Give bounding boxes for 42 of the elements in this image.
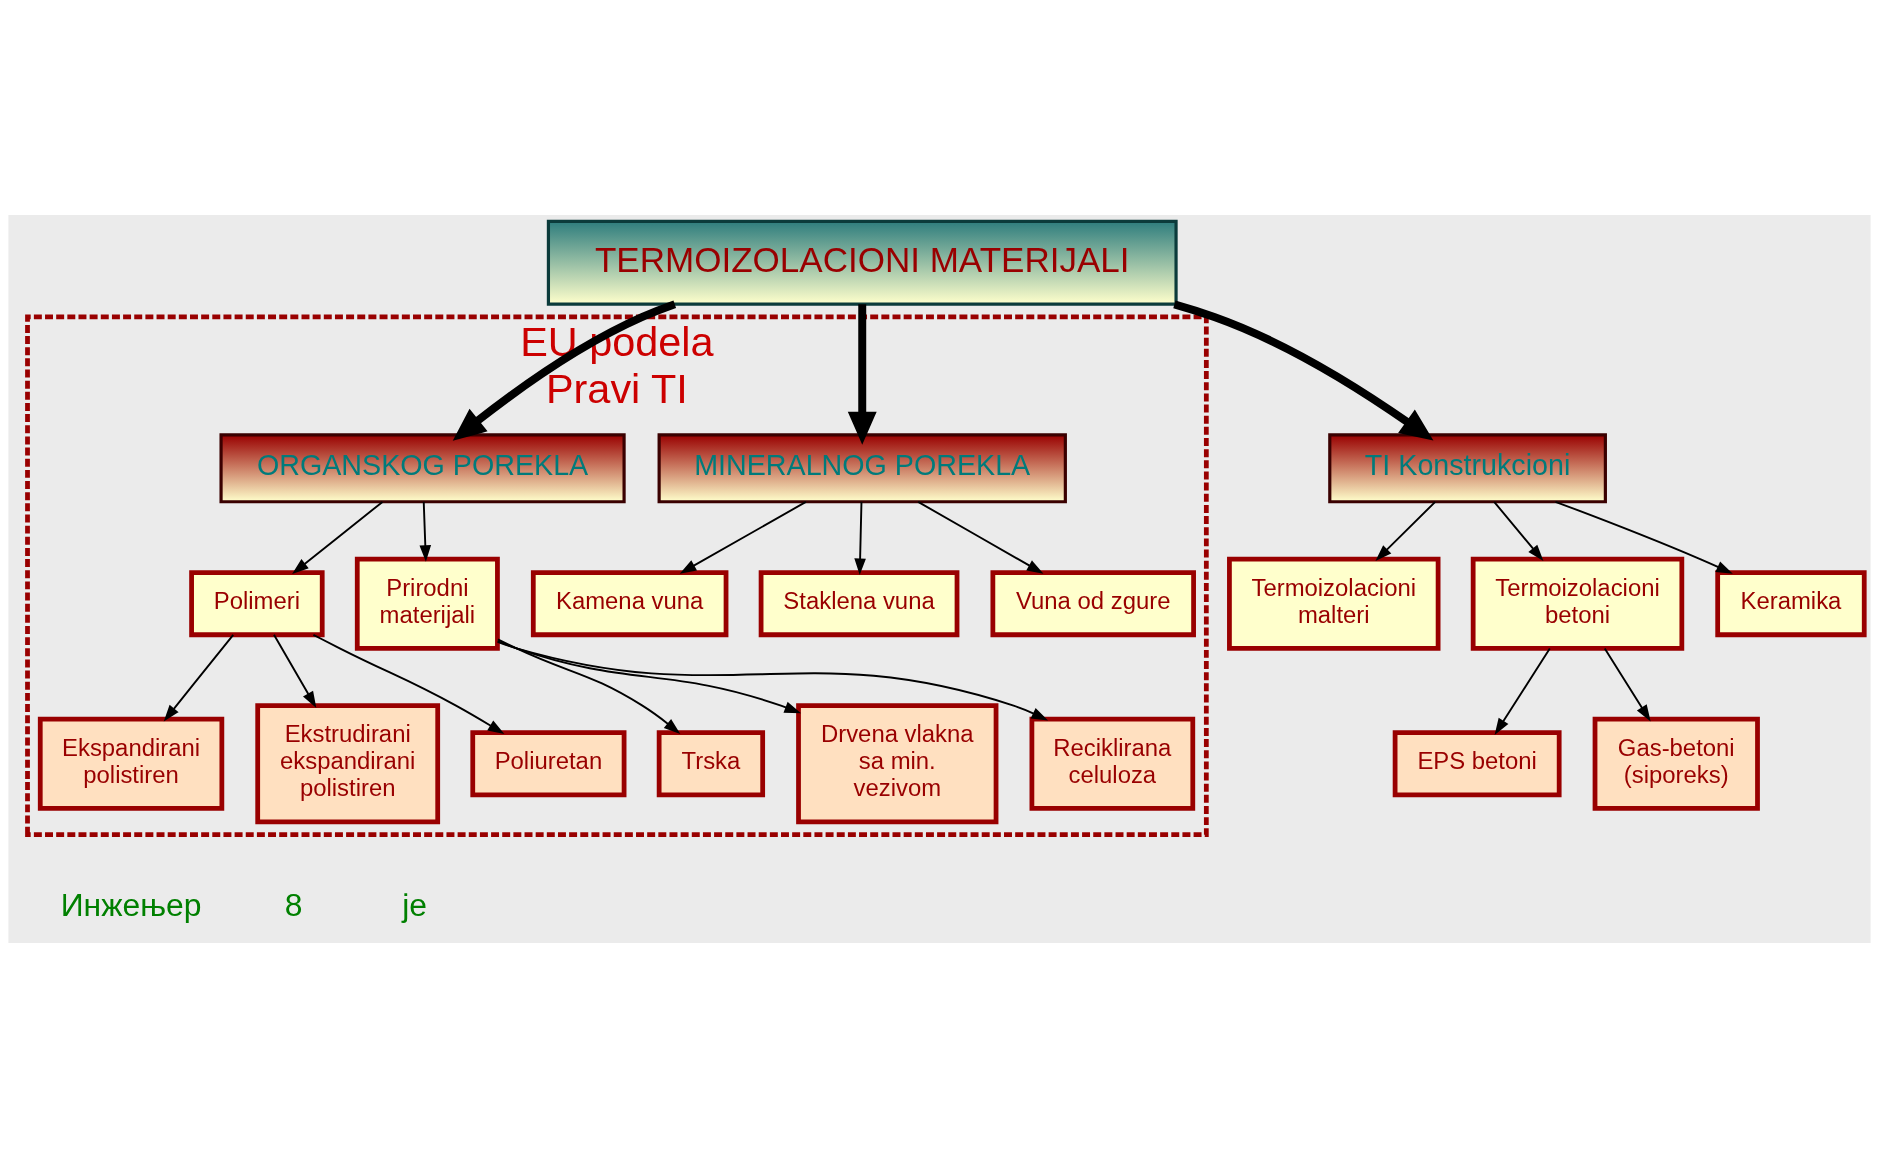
node-box: Gas-betoni (siporeks) xyxy=(1592,716,1760,811)
node-box: Polimeri xyxy=(189,570,325,638)
label: Инжењер xyxy=(60,886,202,923)
node-box: Keramika xyxy=(1715,570,1867,638)
node-box: Termoizolacioni malteri xyxy=(1227,556,1441,651)
arrow xyxy=(292,500,384,574)
node-box: Ekspandirani polistiren xyxy=(37,716,225,811)
node-box: ORGANSKOG POREKLA xyxy=(219,433,626,504)
arrow xyxy=(1375,500,1437,561)
arrow xyxy=(312,633,505,735)
node-box: Kamena vuna xyxy=(530,570,729,638)
node-box: Termoizolacioni betoni xyxy=(1470,556,1685,651)
node-box: Vuna od zgure xyxy=(990,570,1196,638)
arrow xyxy=(854,500,866,576)
node-box: Trska xyxy=(656,730,766,798)
node-box: MINERALNOG POREKLA xyxy=(657,433,1067,504)
arrow xyxy=(496,640,1049,721)
arrow xyxy=(273,633,317,708)
label: 8 xyxy=(284,886,303,923)
arrow xyxy=(496,638,681,734)
arrow xyxy=(1554,500,1733,574)
node-box: Drvena vlakna sa min. vezivom xyxy=(796,703,999,825)
arrow xyxy=(847,304,877,445)
label: је xyxy=(402,886,428,923)
node-box: EPS betoni xyxy=(1392,730,1562,798)
arrow xyxy=(419,500,432,562)
node-box: TERMOIZOLACIONI MATERIJALI xyxy=(546,219,1178,306)
node-box: Poliuretan xyxy=(470,730,627,798)
arrow xyxy=(1173,300,1434,441)
arrow xyxy=(917,500,1044,574)
arrow xyxy=(452,300,677,441)
arrow xyxy=(496,640,802,714)
node-box: Prirodni materijali xyxy=(354,556,500,651)
arrow xyxy=(163,633,235,722)
arrow xyxy=(679,500,807,574)
node-box: Reciklirana celuloza xyxy=(1029,716,1196,811)
arrow xyxy=(1494,647,1551,735)
node-box: Ekstrudirani ekspandirani polistiren xyxy=(255,703,441,825)
node-box: TI Konstrukcioni xyxy=(1328,433,1607,504)
arrow xyxy=(1603,647,1651,722)
arrow xyxy=(1493,500,1544,562)
node-box: Staklena vuna xyxy=(758,570,960,638)
